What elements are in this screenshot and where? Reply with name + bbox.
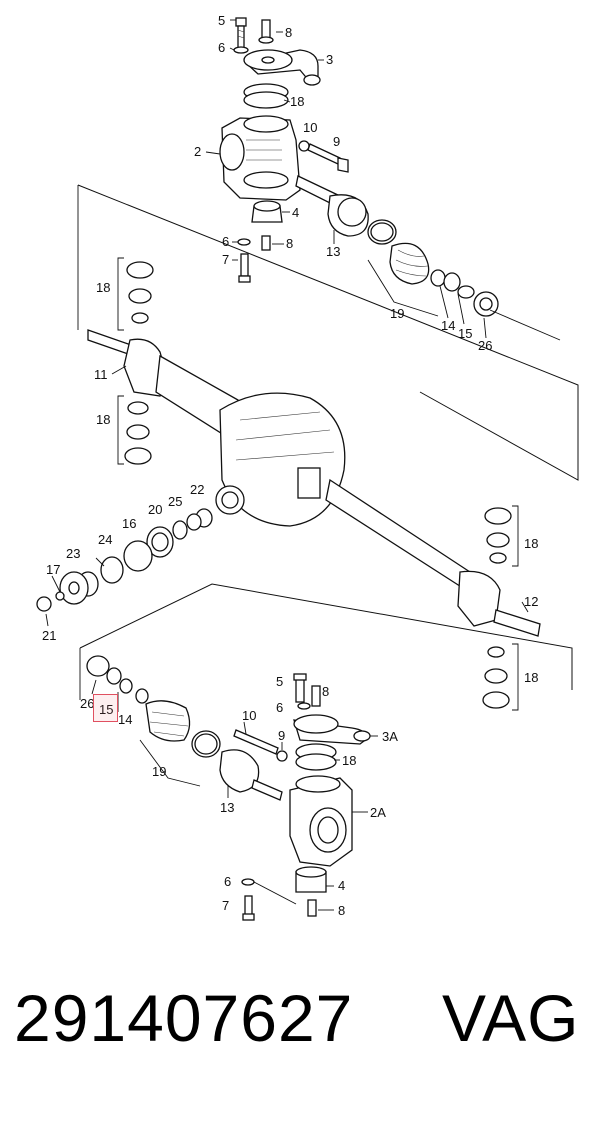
label-top-8: 8 — [285, 25, 292, 40]
label-top-7: 7 — [222, 252, 229, 267]
part-number: 291407627 — [14, 981, 354, 1055]
label-top-8b: 8 — [286, 236, 293, 251]
leader-lines — [45, 19, 529, 911]
part-labels: 5 8 6 3 18 10 9 2 4 6 8 7 13 19 14 15 26… — [42, 13, 538, 918]
label-top-14: 14 — [441, 318, 455, 333]
label-bot-14: 14 — [118, 712, 132, 727]
label-bot-18: 18 — [342, 753, 356, 768]
highlighted-part-marker — [93, 694, 118, 722]
label-left-18a: 18 — [96, 280, 110, 295]
top-knuckle-assembly — [219, 17, 561, 341]
label-diff-17: 17 — [46, 562, 60, 577]
label-left-11: 11 — [94, 367, 108, 382]
label-right-18a: 18 — [524, 536, 538, 551]
label-top-15: 15 — [458, 326, 472, 341]
label-bot-8: 8 — [322, 684, 329, 699]
label-top-19: 19 — [390, 306, 404, 321]
label-diff-24: 24 — [98, 532, 112, 547]
label-top-6b: 6 — [222, 234, 229, 249]
label-bot-2a: 2A — [370, 805, 386, 820]
label-bot-15: 15 — [99, 702, 113, 717]
brand-name: VAG — [442, 981, 580, 1055]
label-bot-8b: 8 — [338, 903, 345, 918]
label-top-4: 4 — [292, 205, 299, 220]
label-top-3: 3 — [326, 52, 333, 67]
differential-parts — [36, 508, 213, 612]
label-diff-21: 21 — [42, 628, 56, 643]
left-bearing-stacks — [117, 257, 154, 465]
label-top-26: 26 — [478, 338, 492, 353]
footer: 291407627 VAG — [0, 985, 600, 1095]
label-top-10: 10 — [303, 120, 317, 135]
frame-lines — [77, 184, 579, 700]
label-diff-23: 23 — [66, 546, 80, 561]
label-top-9: 9 — [333, 134, 340, 149]
label-top-5: 5 — [218, 13, 225, 28]
label-bot-10: 10 — [242, 708, 256, 723]
label-bot-26: 26 — [80, 696, 94, 711]
label-bot-5: 5 — [276, 674, 283, 689]
label-top-6: 6 — [218, 40, 225, 55]
label-top-2: 2 — [194, 144, 201, 159]
label-diff-20: 20 — [148, 502, 162, 517]
exploded-axle-diagram: 5 8 6 3 18 10 9 2 4 6 8 7 13 19 14 15 26… — [36, 13, 579, 921]
label-bot-4: 4 — [338, 878, 345, 893]
label-left-18b: 18 — [96, 412, 110, 427]
label-bot-7: 7 — [222, 898, 229, 913]
label-right-18b: 18 — [524, 670, 538, 685]
label-bot-3a: 3A — [382, 729, 398, 744]
label-bot-6b: 6 — [224, 874, 231, 889]
label-bot-19: 19 — [152, 764, 166, 779]
label-diff-25: 25 — [168, 494, 182, 509]
label-bot-13: 13 — [220, 800, 234, 815]
label-diff-22: 22 — [190, 482, 204, 497]
bottom-knuckle-assembly — [86, 655, 371, 921]
axle-housing — [87, 329, 541, 637]
label-bot-9: 9 — [278, 728, 285, 743]
label-right-12: 12 — [524, 594, 538, 609]
label-bot-6: 6 — [276, 700, 283, 715]
label-top-13: 13 — [326, 244, 340, 259]
label-diff-16: 16 — [122, 516, 136, 531]
right-bearing-stacks — [482, 505, 519, 711]
label-top-18: 18 — [290, 94, 304, 109]
